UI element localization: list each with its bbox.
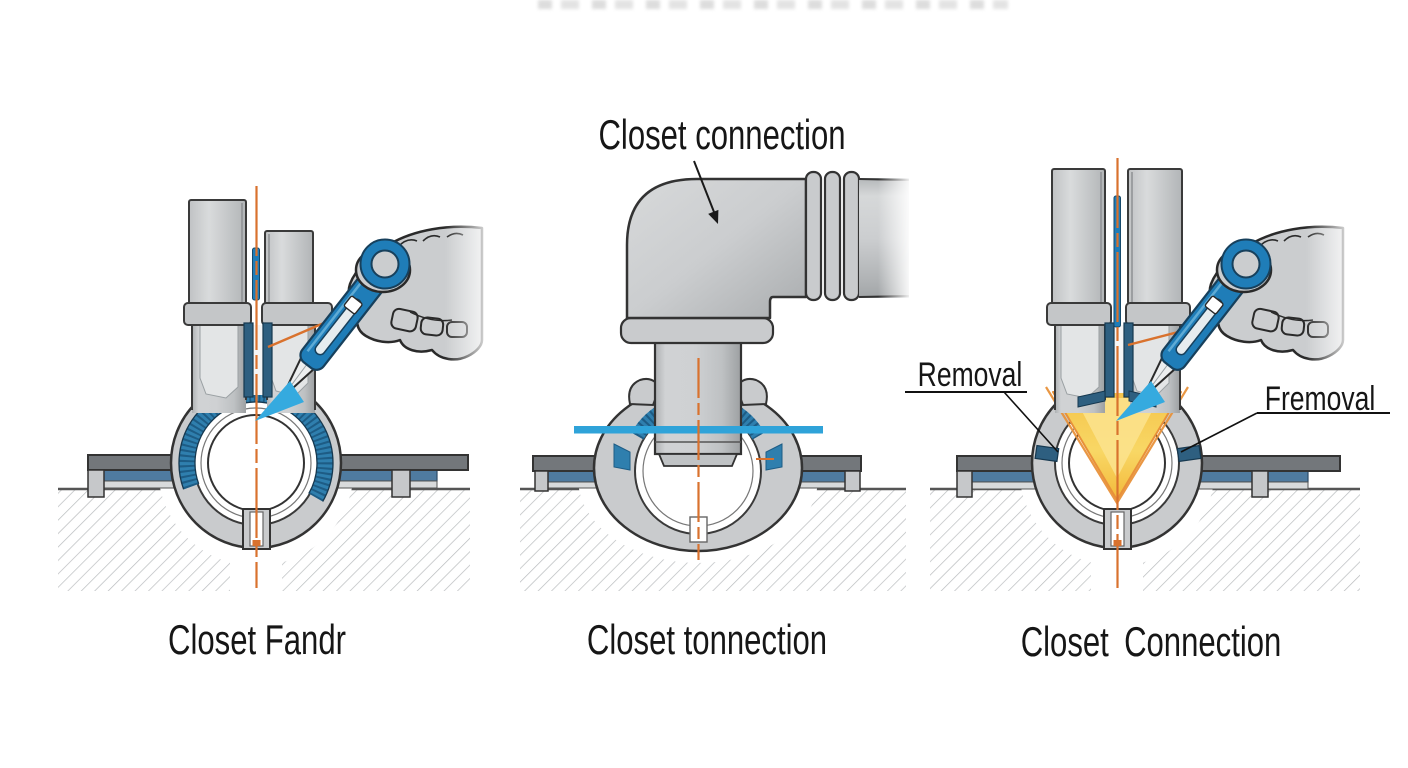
reference-diagonal xyxy=(267,321,325,349)
gasket-stub-left xyxy=(1034,444,1060,463)
cut-direction-arrow xyxy=(255,381,304,421)
knife-loop-handle xyxy=(359,238,411,290)
callout-label: Closet connection xyxy=(598,111,846,158)
cropped-title-remnant xyxy=(538,0,1008,9)
socket-liner xyxy=(243,322,273,398)
caption-middle: Closet tonnection xyxy=(586,616,828,663)
caption-left: Closet Fandr xyxy=(168,616,346,663)
hand-with-utility-knife xyxy=(255,214,495,421)
knife-slider xyxy=(343,295,363,315)
elbow-body xyxy=(625,177,808,320)
elbow-collar xyxy=(619,316,775,345)
fremoval-label: Fremoval xyxy=(1264,379,1376,418)
right-panel-illustration xyxy=(905,158,1390,591)
callout-arrow xyxy=(693,160,719,224)
knife-slot xyxy=(314,298,362,356)
forearm-fade xyxy=(445,214,495,366)
removal-label: Removal xyxy=(917,355,1023,394)
gasket-stub-right xyxy=(1176,444,1202,463)
left-panel-illustration xyxy=(58,186,495,591)
gasket-wedge-right xyxy=(765,443,783,471)
horizontal-pipe xyxy=(858,168,912,308)
closet-flange xyxy=(956,455,1341,498)
gasket-wedge-left xyxy=(613,443,631,471)
label-leader-lines xyxy=(905,391,1390,453)
middle-panel-illustration xyxy=(520,160,912,591)
caption-right: Closet Connection xyxy=(1020,618,1282,665)
pipe-columns xyxy=(183,199,333,413)
elbow-ribs xyxy=(804,170,861,302)
